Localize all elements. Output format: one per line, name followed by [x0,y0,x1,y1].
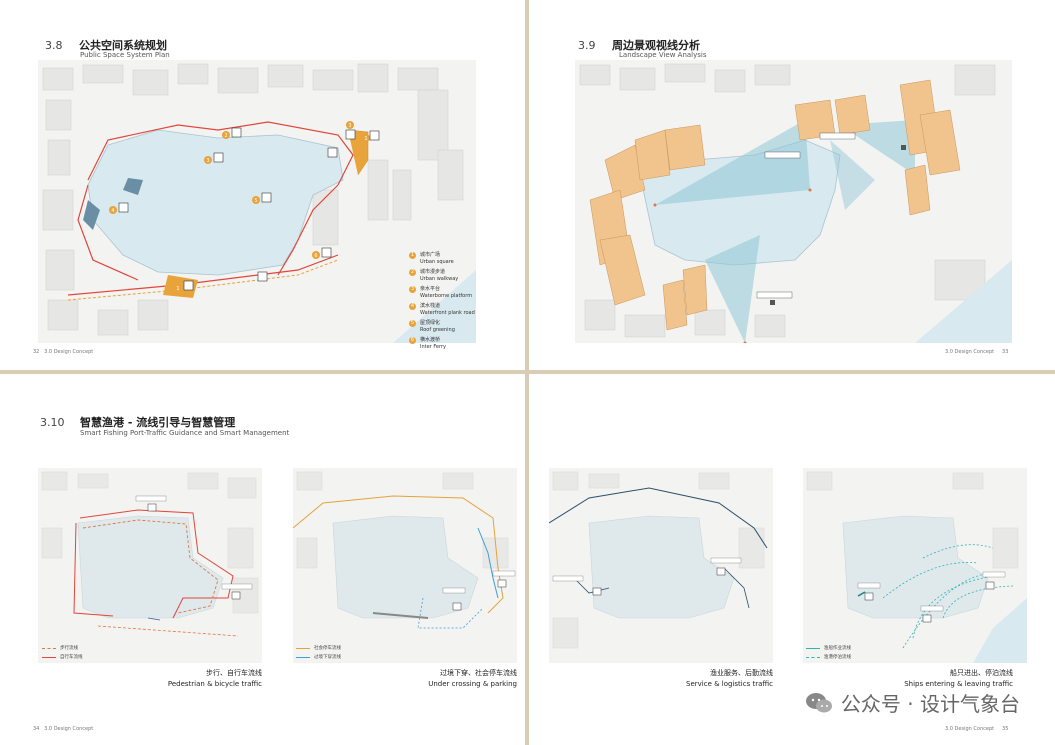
pedestrian-bicycle-map [38,468,262,663]
legend-en: Waterfront plank road [420,310,475,316]
svg-text:3: 3 [348,123,351,129]
folio-34: 34 3.0 Design Concept [33,726,93,732]
panel-caption-en: Ships entering & leaving traffic [904,680,1013,688]
service-logistics-map [549,468,773,663]
legend-en: Urban walkway [420,276,459,282]
legend-en: Urban square [420,259,454,265]
section-heading: 3.9 周边景观视线分析 [578,37,700,53]
legend-label: 渔船作业流线 [824,646,851,651]
legend-item: 社会停车流线 [296,645,341,651]
legend-cn: 屋顶绿化 [420,320,441,326]
folio-35: 3.0 Design Concept 35 [945,726,1008,732]
solid-line-icon [296,656,310,658]
public-space-map: 2 3 4 5 6 1 1 3 [38,60,476,343]
section-number: 3.9 [578,39,596,52]
page-number: 34 [33,726,40,732]
folio-33: 3.0 Design Concept 33 [945,349,1008,355]
legend-number: 5 [409,320,416,327]
legend-cn: 滨水栈道 [420,303,441,309]
folio-text: 3.0 Design Concept [44,349,94,355]
page-number: 35 [1002,726,1009,732]
crossing-parking-map [293,468,517,663]
legend-cn: 横水渡桥 [420,337,441,343]
legend-cn: 城市广场 [420,252,441,258]
ships-legend: 渔船作业流线 渔港停泊流线 [806,645,851,663]
horizontal-page-divider [0,370,1055,374]
legend-item: 渔港停泊流线 [806,654,851,660]
view-analysis-map [575,60,1012,343]
legend-label: 渔港停泊流线 [824,655,851,660]
svg-text:3: 3 [206,158,209,164]
wechat-icon [805,692,832,712]
panel-caption-en: Under crossing & parking [428,680,517,688]
folio-text: 3.0 Design Concept [945,726,995,732]
section-heading: 3.8 公共空间系统规划 [45,37,167,53]
solid-line-icon [806,647,820,649]
legend-number: 4 [409,303,416,310]
legend-item: 渔船作业流线 [806,645,851,651]
svg-text:5: 5 [254,198,257,204]
legend-label: 步行流线 [60,646,78,651]
legend-cn: 城市漫步道 [420,269,446,275]
section-number: 3.10 [40,416,65,429]
watermark: 公众号 · 设计气象台 [805,688,1020,717]
legend-label: 自行车流线 [60,655,83,660]
folio-text: 3.0 Design Concept [945,349,995,355]
section-number: 3.8 [45,39,63,52]
panel-caption-en: Pedestrian & bicycle traffic [167,680,262,688]
legend-item: 自行车流线 [42,654,83,660]
solid-line-icon [296,647,310,649]
page-number: 32 [33,349,40,355]
panel-caption-cn: 船只进出、停泊流线 [950,669,1013,677]
svg-text:2: 2 [224,133,227,139]
panel-caption-cn: 步行、自行车流线 [206,669,262,677]
folio-text: 3.0 Design Concept [44,726,94,732]
legend-number: 3 [409,286,416,293]
section-subtitle: Smart Fishing Port-Traffic Guidance and … [80,429,290,437]
page-number: 33 [1002,349,1009,355]
legend-label: 社会停车流线 [314,646,341,651]
section-heading: 3.10 智慧渔港 - 流线引导与智慧管理 [40,414,235,430]
legend-label: 过境下穿流线 [314,655,341,660]
legend-number: 1 [409,252,416,259]
section-subtitle: Landscape View Analysis [619,51,707,59]
legend-en: Roof greening [420,327,455,333]
legend-item: 步行流线 [42,645,83,651]
watermark-text: 公众号 · 设计气象台 [840,692,1020,716]
legend-number: 2 [409,269,416,276]
legend-item: 过境下穿流线 [296,654,341,660]
dashed-line-icon [806,656,820,658]
panel-caption-en: Service & logistics traffic [686,680,773,688]
folio-32: 32 3.0 Design Concept [33,349,93,355]
legend-number: 6 [409,337,416,344]
legend-cn: 亲水平台 [420,286,441,292]
solid-line-icon [42,656,56,658]
section-title: 智慧渔港 - 流线引导与智慧管理 [80,416,236,429]
legend-en: Waterborne platform [420,293,473,299]
section-subtitle: Public Space System Plan [80,51,170,59]
svg-text:1: 1 [364,136,367,142]
section-title: 周边景观视线分析 [612,39,700,52]
svg-text:1: 1 [176,286,179,292]
section-title: 公共空间系统规划 [79,39,167,52]
svg-text:6: 6 [314,253,317,259]
svg-text:4: 4 [111,208,114,214]
panel-caption-cn: 渔业服务、后勤流线 [710,669,773,677]
parking-legend: 社会停车流线 过境下穿流线 [296,645,341,663]
dashed-line-icon [42,647,56,649]
legend-en: Inter Ferry [420,344,446,350]
panel-caption-cn: 过境下穿、社会停车流线 [440,669,517,677]
pedestrian-legend: 步行流线 自行车流线 [42,645,83,663]
ships-traffic-map [803,468,1027,663]
